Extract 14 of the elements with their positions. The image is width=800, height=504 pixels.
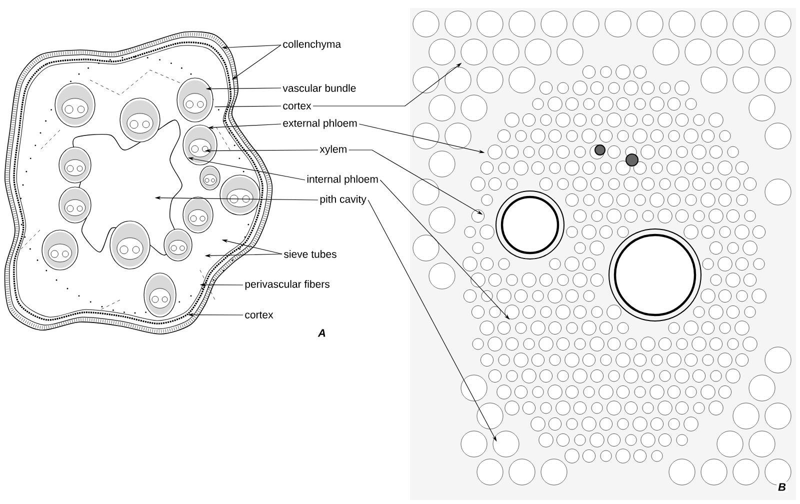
part-label: cortex [243,310,275,320]
part-label: external phloem [281,118,359,130]
micrograph-drawing [410,8,796,500]
part-label: sieve tubes [282,248,338,260]
part-label: collenchyma [281,38,343,52]
part-label: pith cavity [318,194,368,206]
part-label: vascular bundle [281,82,358,94]
part-label: cortex [281,101,313,111]
leader-line [214,106,282,108]
part-label: perivascular fibers [243,278,332,292]
part-label: internal phloem [305,174,380,186]
panel-letter: A [316,328,328,338]
part-label: xylem [318,144,349,156]
panel-letter: B [776,482,788,492]
